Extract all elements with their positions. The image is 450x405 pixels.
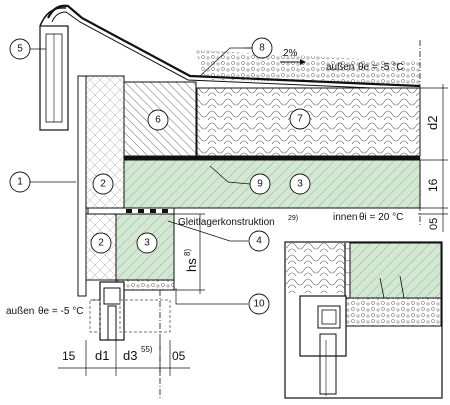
dim-d2: d2 (425, 116, 440, 130)
dim-bottom: 05 (428, 218, 440, 230)
dim-left: 15 (62, 349, 76, 363)
callout-4: 4 (248, 230, 270, 252)
svg-text:8: 8 (259, 43, 265, 54)
svg-text:10: 10 (253, 299, 265, 310)
wall-render (77, 75, 87, 297)
dim-d3: d3 (123, 348, 137, 363)
slope-label: 2% (283, 48, 298, 59)
vapour-barrier (124, 156, 420, 160)
dim-d3-note: 55) (141, 345, 153, 354)
callout-6: 6 (147, 109, 169, 131)
svg-text:9: 9 (257, 179, 263, 190)
dim-right: 05 (172, 349, 186, 363)
svg-text:2: 2 (100, 179, 106, 190)
outside-top-label: außen (326, 62, 354, 73)
horizontal-dimensions: 15 d1 d3 55) 05 (58, 340, 190, 376)
callout-2-lower: 2 (90, 232, 112, 254)
dim-hs: hs (184, 258, 199, 272)
dim-d1: d1 (95, 348, 109, 363)
window-frame (89, 281, 171, 341)
svg-text:4: 4 (256, 236, 262, 247)
svg-text:7: 7 (297, 114, 303, 125)
theta-e-bottom-label: θe = -5 °C (38, 306, 83, 317)
callout-3-lintel: 3 (136, 232, 158, 254)
svg-text:5: 5 (17, 44, 23, 55)
callout-9: 9 (249, 173, 271, 195)
leader-lines (29, 47, 262, 305)
gravel-layer (195, 50, 420, 84)
sliding-bearing-marks (126, 209, 168, 213)
concrete-slab (123, 159, 421, 209)
callout-8: 8 (251, 37, 273, 59)
svg-text:3: 3 (297, 179, 303, 190)
callout-2-upper: 2 (92, 173, 114, 195)
svg-text:1: 1 (17, 177, 23, 188)
inset-detail (284, 241, 443, 399)
vertical-dimensions: d2 16 05 hs 8) (174, 84, 448, 294)
lintel-insulation (115, 279, 175, 291)
callout-3-slab: 3 (289, 173, 311, 195)
callout-10: 10 (248, 293, 270, 315)
dim-slab: 16 (426, 178, 440, 192)
theta-e-top-label: θe = -5 °C (358, 62, 403, 73)
dim-hs-note: 8) (183, 249, 192, 256)
svg-text:3: 3 (144, 238, 150, 249)
sliding-bearing-note: 29) (288, 215, 298, 222)
svg-text:6: 6 (155, 115, 161, 126)
callout-1: 1 (9, 171, 31, 193)
svg-text:2: 2 (98, 238, 104, 249)
callout-7: 7 (289, 108, 311, 130)
gutter-downpipe (39, 7, 69, 131)
roof-flashing (47, 4, 421, 91)
theta-i-label: θi = 20 °C (359, 212, 403, 223)
outside-bottom-label: außen (6, 306, 34, 317)
callout-5: 5 (9, 38, 31, 60)
inside-label: innen (333, 212, 357, 223)
sliding-bearing-label: Gleitlagerkonstruktion (178, 217, 275, 228)
